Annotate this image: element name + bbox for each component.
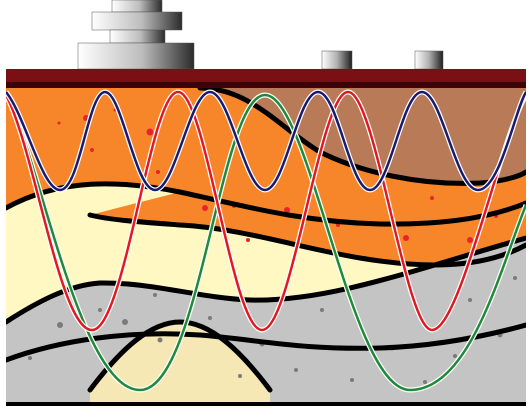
lower-orange-band [90, 192, 526, 265]
ground-bottom-edge [6, 402, 526, 406]
short-period-wave-line [6, 90, 526, 192]
medium-period-wave-line [6, 90, 526, 332]
geological-layers [6, 88, 526, 404]
surface-band [6, 69, 526, 88]
seismic-waves [6, 89, 526, 393]
small-receiver-icon [321, 50, 353, 70]
large-building-icon [77, 0, 195, 70]
boundary-lower-cream [87, 319, 273, 393]
boundary-brown [197, 88, 526, 186]
boundary-cream-top [6, 181, 526, 227]
small-receiver-icon [414, 50, 444, 70]
surface-structures [77, 0, 444, 70]
